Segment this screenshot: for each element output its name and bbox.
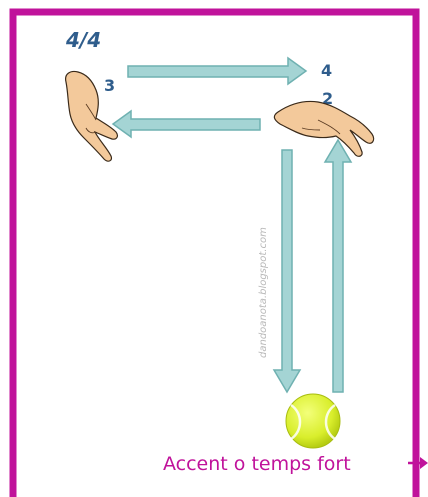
right-hand-icon — [273, 100, 375, 157]
arrow-up-to-beat-2 — [323, 138, 353, 393]
arrow-down-to-beat-1 — [272, 149, 302, 394]
left-hand-icon — [65, 70, 118, 162]
beat-label-4: 4 — [321, 61, 332, 80]
arrow-beat-2-to-3 — [111, 109, 261, 139]
tennis-ball-icon — [285, 393, 341, 449]
accent-arrow-icon — [408, 457, 428, 469]
accent-label: Accent o temps fort — [163, 453, 351, 475]
beat-label-3: 3 — [104, 76, 115, 95]
page-frame — [9, 8, 420, 497]
beat-label-2: 2 — [322, 89, 333, 108]
meter-label: 4/4 — [65, 28, 101, 52]
watermark-text: dandoanota.blogspot.com — [258, 227, 269, 358]
arrow-beat-3-to-4 — [127, 56, 308, 86]
